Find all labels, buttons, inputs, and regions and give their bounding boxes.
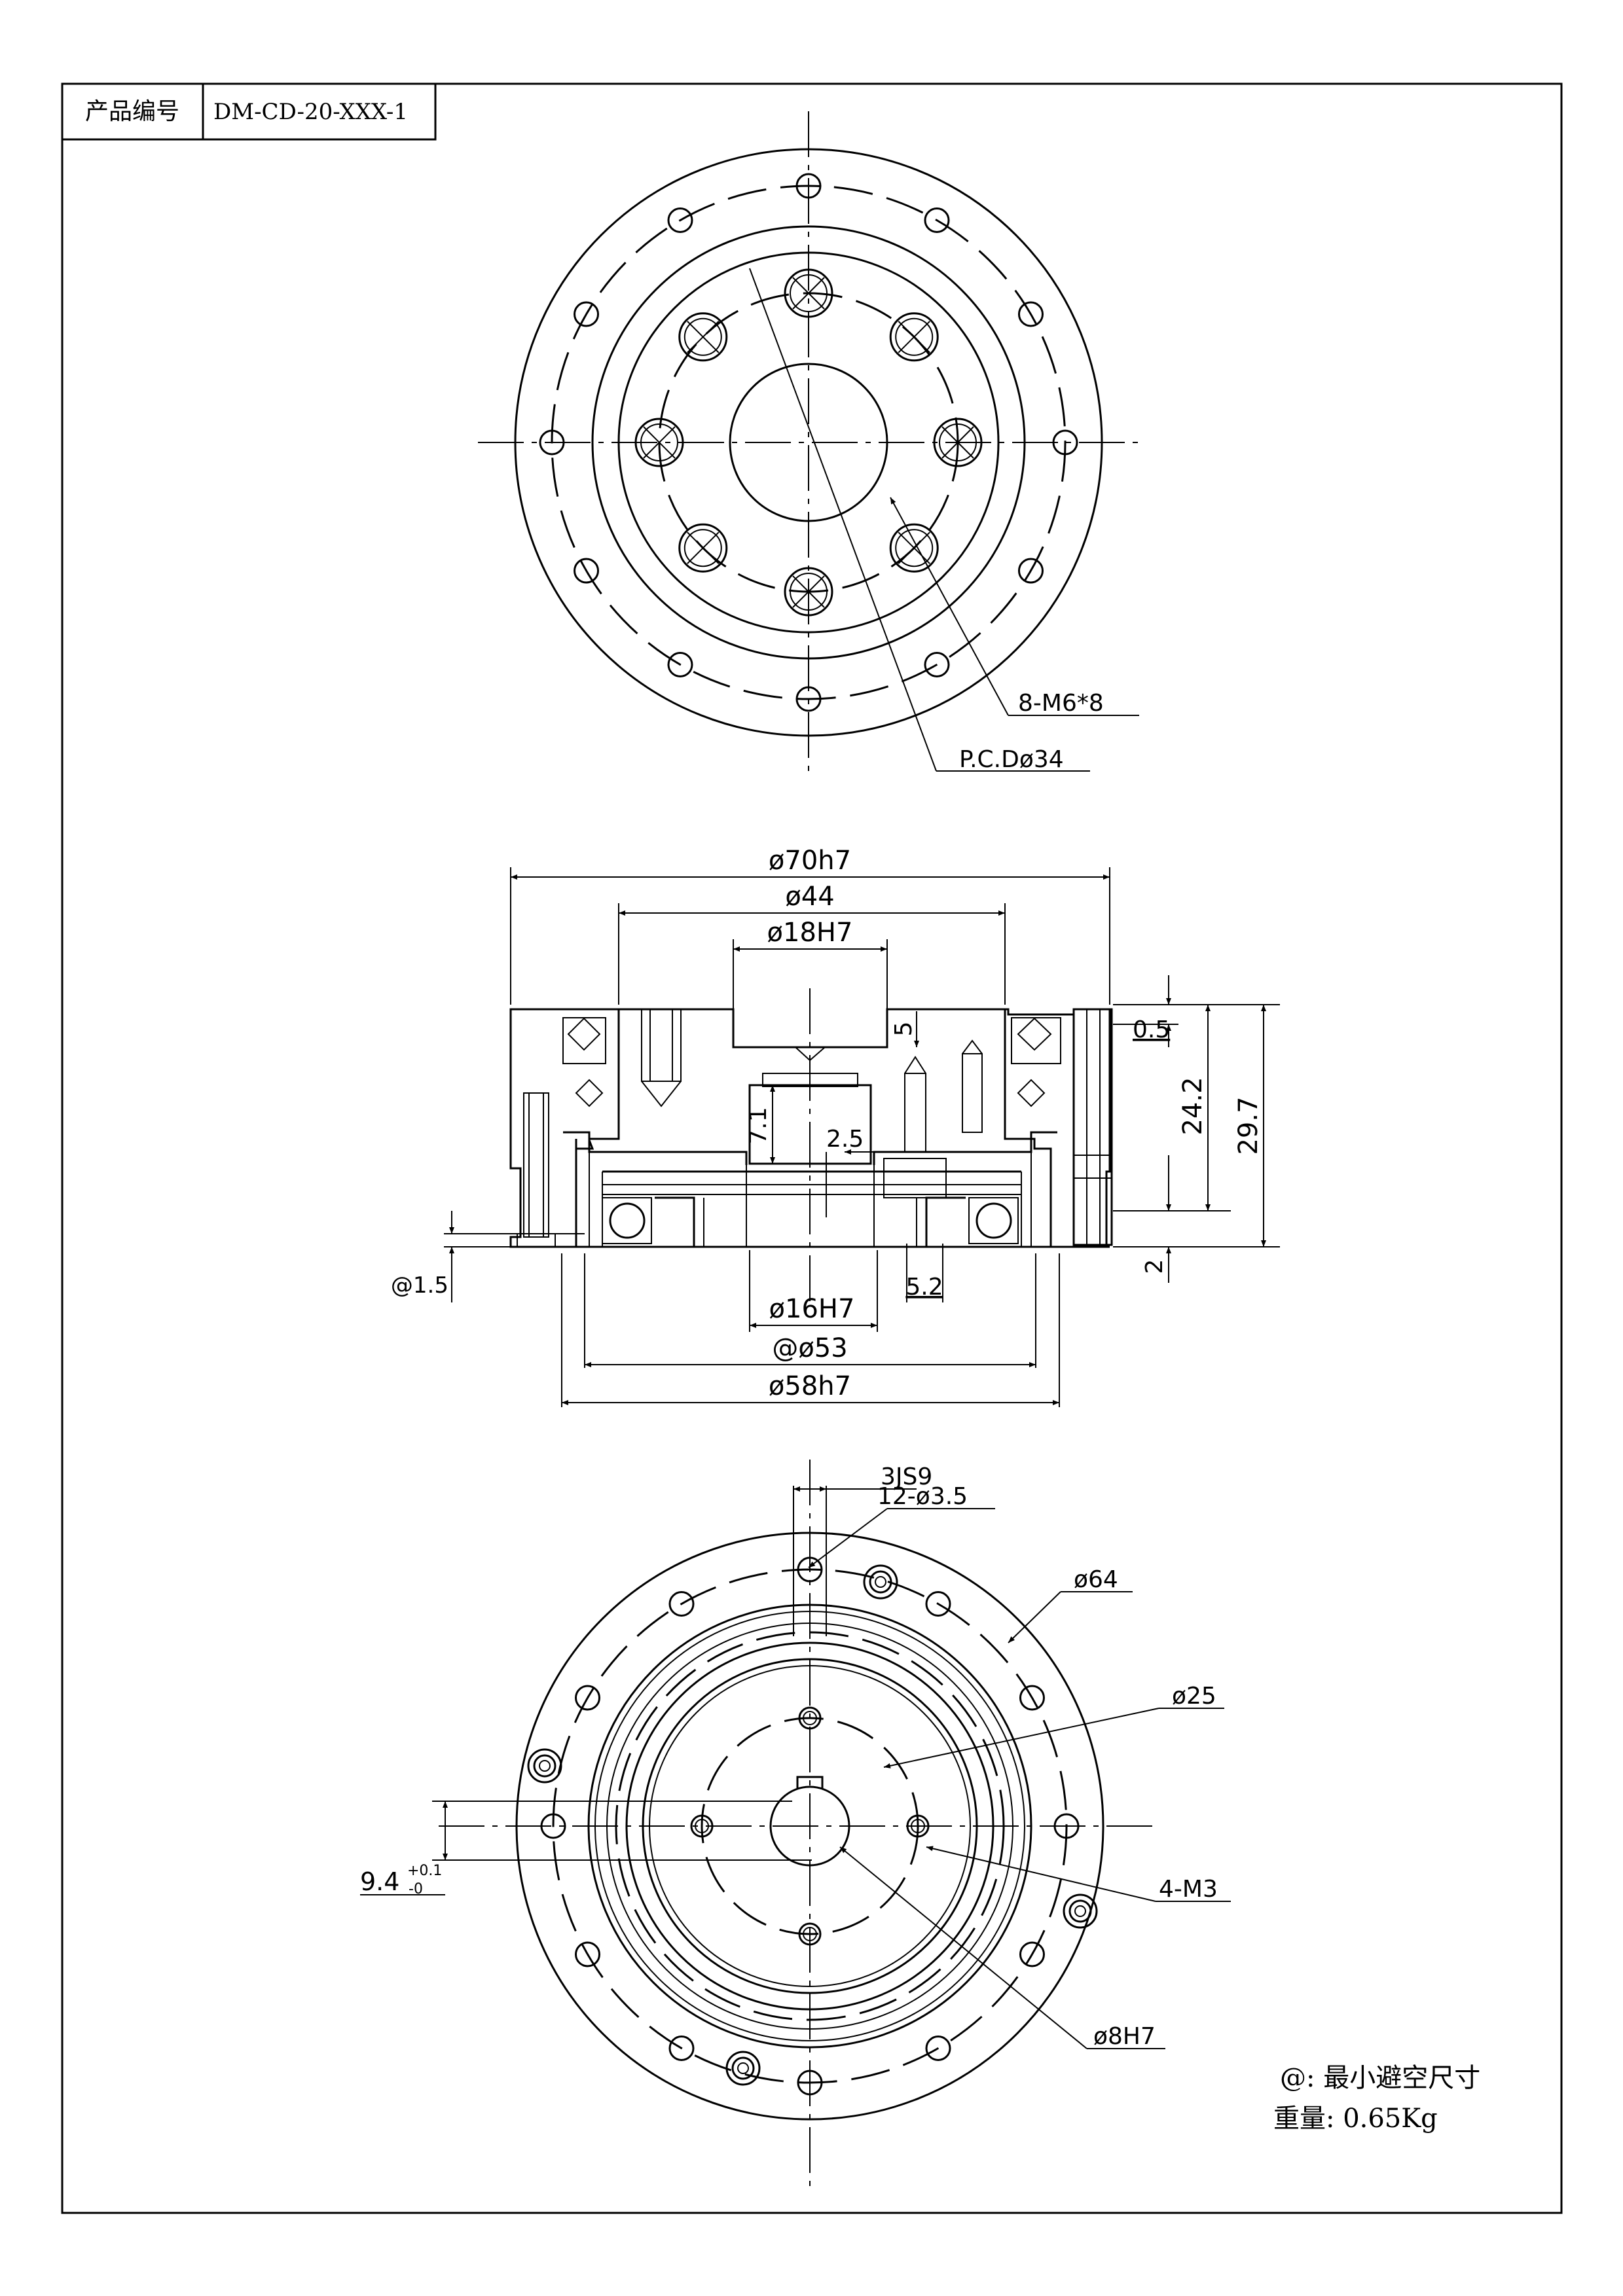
dim-h5: 5	[890, 1022, 917, 1037]
through-hole	[668, 2035, 695, 2061]
dim-d44: ø44	[785, 882, 834, 912]
notes: @: 最小避空尺寸 重量: 0.65Kg	[1273, 2063, 1480, 2134]
dim-h15: @1.5	[391, 1272, 448, 1299]
dim-h05: 0.5	[1133, 1016, 1170, 1043]
through-hole	[540, 1813, 566, 1839]
m6-hole	[889, 312, 939, 362]
dim-d58: ø58h7	[769, 1371, 851, 1401]
dim-h297: 29.7	[1233, 1096, 1264, 1155]
title-block-label: 产品编号	[85, 98, 179, 125]
callout-12-holes: 12-ø3.5	[877, 1483, 968, 1510]
m6-hole	[784, 567, 833, 617]
bolt-hole	[667, 207, 693, 234]
through-holes-12x	[540, 1556, 1080, 2096]
m6-hole	[678, 523, 728, 573]
dim-h2: 2	[1141, 1259, 1168, 1274]
dim-h94-tol-down: -0	[409, 1881, 423, 1897]
fixing-screw	[527, 1748, 562, 1784]
through-hole	[797, 1556, 823, 1583]
note-min-clearance: @: 最小避空尺寸	[1280, 2063, 1480, 2093]
dim-h94-tol-up: +0.1	[407, 1863, 442, 1879]
through-hole	[1019, 1685, 1045, 1711]
through-hole	[575, 1941, 601, 1967]
bolt-hole	[795, 173, 822, 199]
m6-threaded-holes	[634, 268, 983, 617]
bolt-hole	[924, 651, 950, 677]
m3-hole	[798, 1706, 822, 1730]
bolt-hole	[795, 686, 822, 712]
note-weight: 重量: 0.65Kg	[1273, 2104, 1438, 2134]
bolt-hole	[539, 429, 565, 456]
m6-hole	[634, 418, 684, 467]
drawing-frame	[61, 82, 1563, 2214]
title-block-product-code: DM-CD-20-XXX-1	[213, 99, 408, 125]
top-view: 8-M6*8 P.C.Dø34	[478, 111, 1139, 779]
dim-d70: ø70h7	[769, 846, 851, 876]
fixing-screws	[527, 1564, 1098, 2086]
through-hole	[668, 1591, 695, 1617]
dim-h71: 7.1	[745, 1107, 772, 1144]
callout-m6-holes: 8-M6*8	[1018, 690, 1104, 717]
dim-w52: 5.2	[905, 1274, 943, 1300]
bolt-hole	[574, 558, 600, 584]
callout-m3: 4-M3	[1159, 1876, 1218, 1903]
m6-hole	[889, 523, 939, 573]
title-block: 产品编号 DM-CD-20-XXX-1	[61, 82, 437, 141]
m6-hole	[933, 418, 983, 467]
fixing-screw	[863, 1564, 898, 1600]
through-hole	[1019, 1941, 1045, 1967]
m6-hole	[678, 312, 728, 362]
dim-d18: ø18H7	[767, 918, 853, 948]
fixing-screw	[1063, 1893, 1098, 1929]
m3-hole	[690, 1814, 714, 1838]
callout-pcd: P.C.Dø34	[959, 746, 1064, 773]
callout-d25: ø25	[1172, 1683, 1216, 1710]
through-hole	[575, 1685, 601, 1711]
m3-threaded-holes	[690, 1706, 930, 1946]
callout-key-width: 3JS9	[881, 1463, 932, 1490]
side-view: ø70h7 ø44 ø18H7 ø16H7 @ø53 ø58h7 0.5 24.…	[391, 846, 1280, 1407]
dim-d16: ø16H7	[769, 1294, 855, 1324]
callout-d64: ø64	[1074, 1566, 1118, 1593]
m3-hole	[906, 1814, 930, 1838]
m3-hole	[798, 1922, 822, 1946]
bolt-hole	[1017, 558, 1044, 584]
callout-d8: ø8H7	[1093, 2023, 1156, 2050]
dim-h94: 9.4	[360, 1867, 399, 1896]
dim-h242: 24.2	[1178, 1077, 1208, 1135]
bolt-hole	[667, 651, 693, 677]
fixing-screw	[725, 2051, 761, 2086]
outer-bolt-holes	[539, 173, 1078, 712]
through-hole	[925, 1591, 951, 1617]
bolt-hole	[924, 207, 950, 234]
bolt-hole	[574, 301, 600, 327]
m6-hole	[784, 268, 833, 318]
through-hole	[797, 2070, 823, 2096]
dim-w25: 2.5	[826, 1126, 864, 1153]
dim-d53: @ø53	[772, 1333, 847, 1363]
through-hole	[1053, 1813, 1080, 1839]
bottom-view: 3JS9 12-ø3.5 ø64 ø25 4-M3 ø8H7 9.4 +0.1 …	[360, 1460, 1231, 2189]
through-hole	[925, 2035, 951, 2061]
bolt-hole	[1017, 301, 1044, 327]
bolt-hole	[1052, 429, 1078, 456]
